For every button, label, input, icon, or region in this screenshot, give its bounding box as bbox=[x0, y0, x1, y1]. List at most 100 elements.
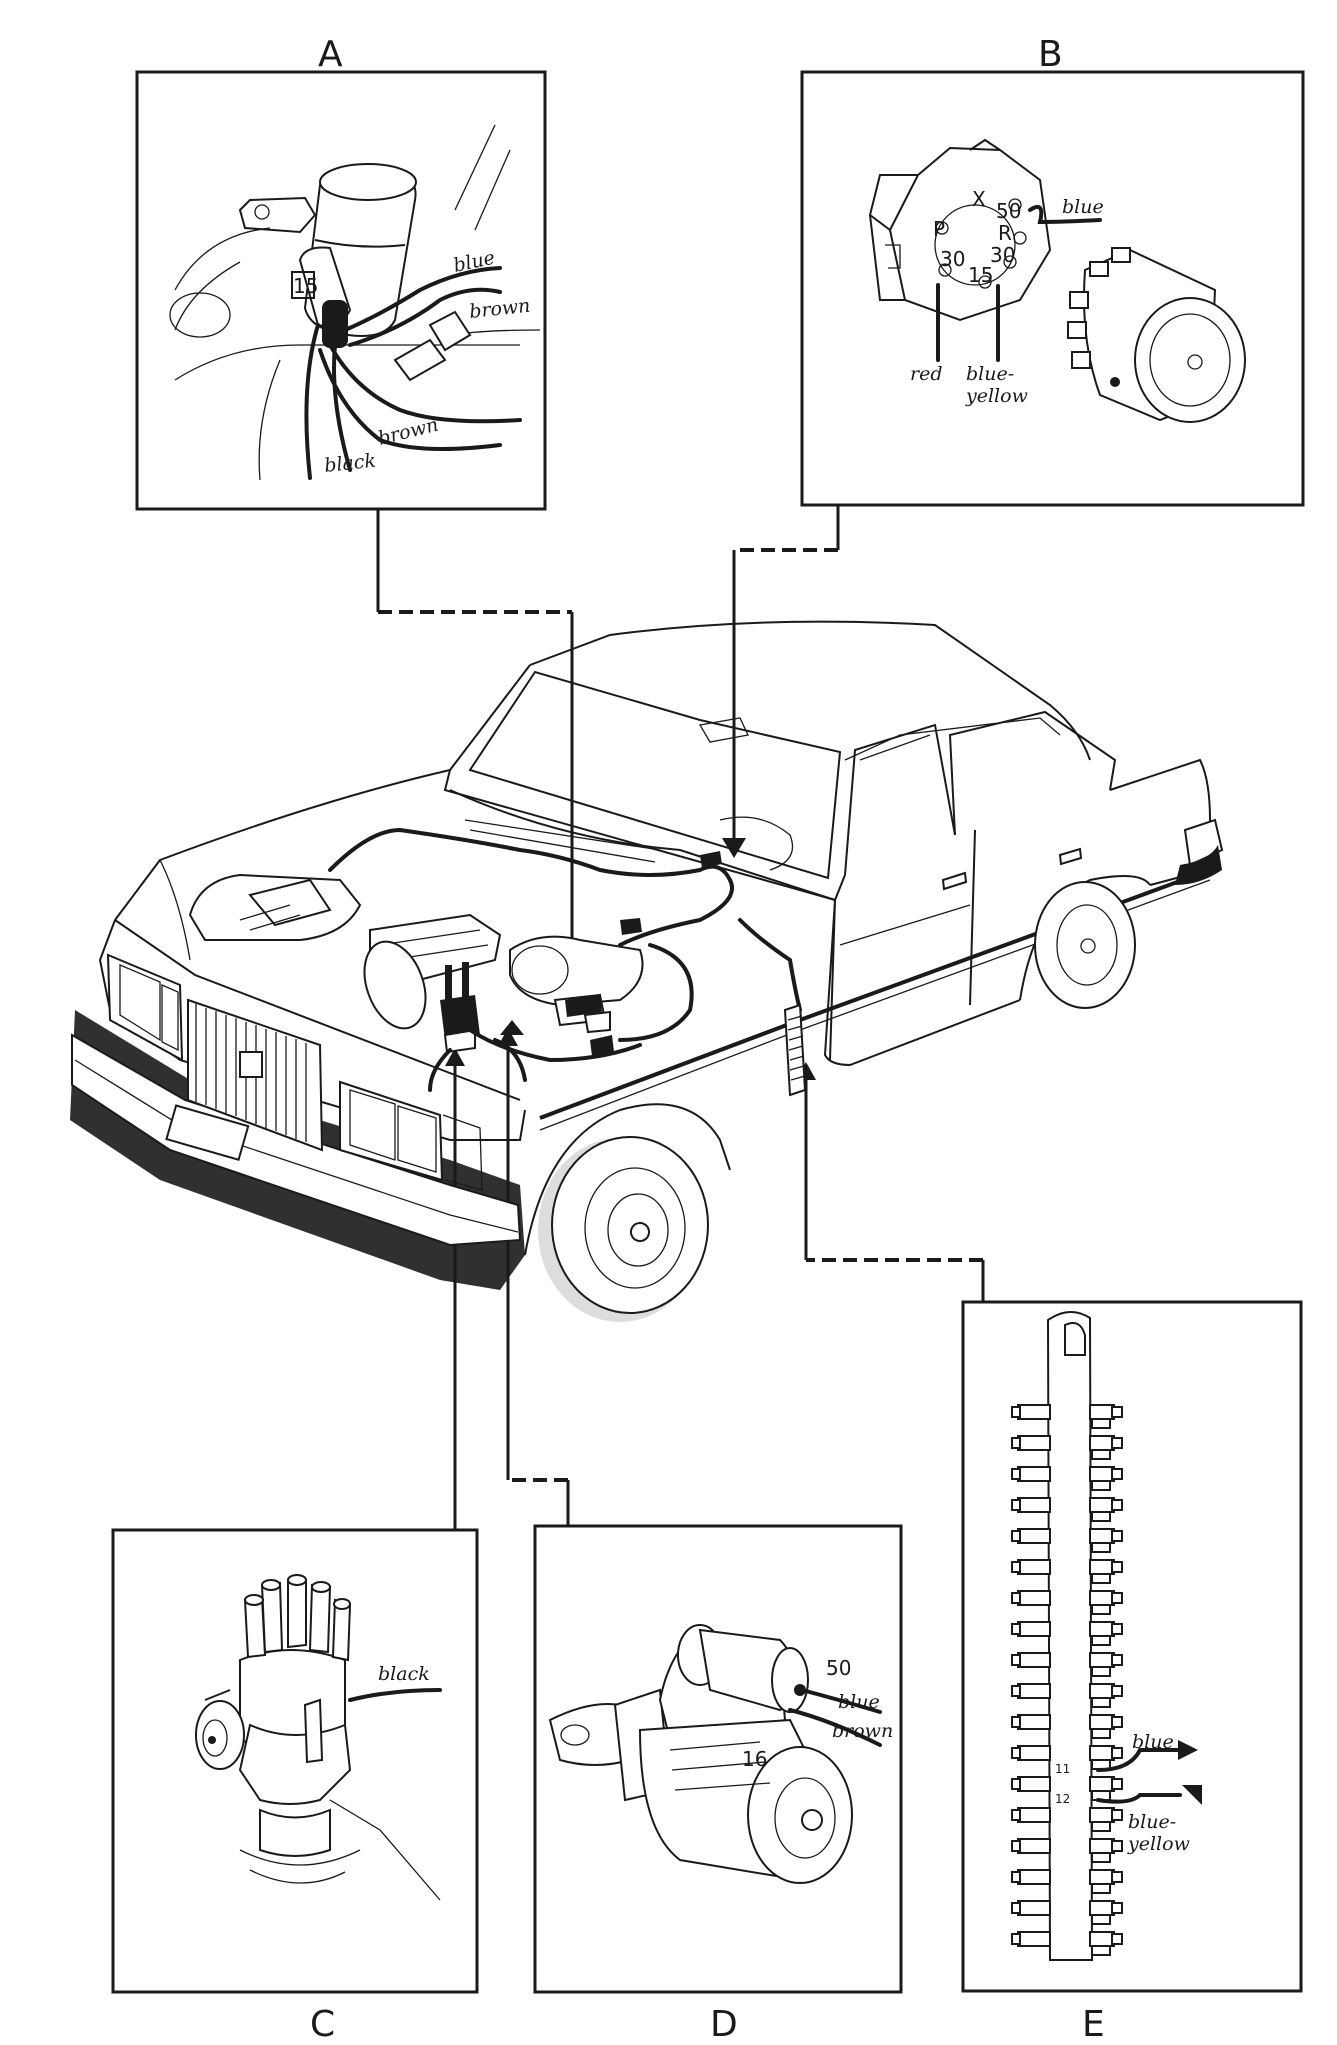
terminal-spade bbox=[1089, 1652, 1115, 1668]
terminal-spade bbox=[1089, 1528, 1115, 1544]
terminal-spade bbox=[1011, 1530, 1021, 1542]
terminal-spade bbox=[1089, 1838, 1115, 1854]
terminal-row bbox=[1011, 1683, 1123, 1708]
terminal-spade bbox=[1017, 1931, 1051, 1947]
terminal-spade bbox=[1091, 1542, 1111, 1553]
terminal-spade bbox=[1091, 1945, 1111, 1956]
terminal-spade bbox=[1017, 1435, 1051, 1451]
terminal-spade bbox=[1089, 1745, 1115, 1761]
terminal-spade bbox=[1111, 1437, 1123, 1449]
panel-b-frame bbox=[800, 70, 1305, 507]
terminal-spade bbox=[1111, 1902, 1123, 1914]
panel-d-terminal-50: 50 bbox=[826, 1656, 851, 1680]
panel-c-letter: C bbox=[310, 2004, 335, 2045]
panel-b-terminal-15: 15 bbox=[968, 263, 993, 287]
panel-a-label-black: black bbox=[323, 450, 377, 477]
terminal-row bbox=[1011, 1559, 1123, 1584]
panel-e-label-blue-yellow-2: yellow bbox=[1127, 1833, 1190, 1855]
terminal-spade bbox=[1111, 1406, 1123, 1418]
panel-a-label-brown-upper: brown bbox=[468, 295, 531, 323]
terminal-spade bbox=[1089, 1621, 1115, 1637]
terminal-spade bbox=[1091, 1883, 1111, 1894]
panel-a-terminal-15: 15 bbox=[293, 274, 318, 298]
terminal-spade bbox=[1017, 1869, 1051, 1885]
terminal-spade bbox=[1091, 1418, 1111, 1429]
terminal-spade bbox=[1091, 1604, 1111, 1615]
terminal-spade bbox=[1091, 1635, 1111, 1646]
terminal-spade bbox=[1089, 1931, 1115, 1947]
terminal-row bbox=[1011, 1931, 1123, 1956]
panel-a-ignition-coil: 15 blue brown brown black bbox=[169, 124, 541, 481]
terminal-spade bbox=[1011, 1499, 1021, 1511]
terminal-spade bbox=[1011, 1778, 1021, 1790]
terminal-spade bbox=[1017, 1807, 1051, 1823]
terminal-row bbox=[1011, 1435, 1123, 1460]
terminal-spade bbox=[1111, 1499, 1123, 1511]
panel-e-frame bbox=[961, 1300, 1303, 1993]
panel-e-terminal-11: 11 bbox=[1055, 1762, 1070, 1776]
terminal-spade bbox=[1111, 1716, 1123, 1728]
terminal-spade bbox=[1017, 1559, 1051, 1575]
panel-e-label-blue: blue bbox=[1132, 1731, 1174, 1753]
panel-e-terminal-block: 11 12 blue blue- yellow bbox=[1011, 1311, 1202, 1961]
panel-b-terminal-50: 50 bbox=[996, 199, 1021, 223]
terminal-spade bbox=[1011, 1840, 1021, 1852]
terminal-spade bbox=[1089, 1590, 1115, 1606]
panel-b-label-blue-yellow-1: blue- bbox=[966, 363, 1014, 385]
terminal-spade bbox=[1111, 1809, 1123, 1821]
terminal-spade bbox=[1017, 1745, 1051, 1761]
terminal-row bbox=[1011, 1776, 1123, 1801]
panel-b-label-blue-yellow-2: yellow bbox=[965, 385, 1028, 407]
terminal-spade bbox=[1111, 1840, 1123, 1852]
panel-a-letter: A bbox=[318, 34, 343, 75]
terminal-spade bbox=[1017, 1590, 1051, 1606]
terminal-spade bbox=[1011, 1809, 1021, 1821]
terminal-row bbox=[1011, 1714, 1123, 1739]
terminal-row bbox=[1011, 1404, 1123, 1429]
terminal-spade bbox=[1089, 1559, 1115, 1575]
terminal-spade bbox=[1017, 1900, 1051, 1916]
panel-e-terminal-12: 12 bbox=[1055, 1792, 1070, 1806]
terminal-spade bbox=[1091, 1666, 1111, 1677]
terminal-spade bbox=[1089, 1404, 1115, 1420]
terminal-spade bbox=[1111, 1592, 1123, 1604]
terminal-spade bbox=[1111, 1654, 1123, 1666]
terminal-row bbox=[1011, 1466, 1123, 1491]
terminal-spade bbox=[1111, 1933, 1123, 1945]
terminal-spade bbox=[1089, 1435, 1115, 1451]
panel-b-terminal-r: R bbox=[998, 221, 1012, 245]
terminal-spade bbox=[1111, 1778, 1123, 1790]
panel-c-distributor: black bbox=[195, 1574, 442, 1901]
car-illustration bbox=[70, 620, 1224, 1322]
terminal-spade bbox=[1111, 1623, 1123, 1635]
terminal-spade bbox=[1111, 1747, 1123, 1759]
panel-d-terminal-16: 16 bbox=[742, 1747, 767, 1771]
terminal-spade bbox=[1011, 1933, 1021, 1945]
terminal-spade bbox=[1017, 1466, 1051, 1482]
terminal-spade bbox=[1017, 1497, 1051, 1513]
panel-d-label-brown: brown bbox=[832, 1720, 893, 1742]
terminal-spade bbox=[1091, 1511, 1111, 1522]
terminal-row bbox=[1011, 1807, 1123, 1832]
terminal-spade bbox=[1091, 1914, 1111, 1925]
terminal-spade bbox=[1091, 1852, 1111, 1863]
terminal-spade bbox=[1091, 1480, 1111, 1491]
terminal-spade bbox=[1089, 1497, 1115, 1513]
terminal-spade bbox=[1091, 1449, 1111, 1460]
panel-a-label-brown-lower: brown bbox=[376, 414, 441, 450]
terminal-spade bbox=[1011, 1437, 1021, 1449]
terminal-row bbox=[1011, 1621, 1123, 1646]
panel-e-label-blue-yellow-1: blue- bbox=[1128, 1811, 1176, 1833]
terminal-spade bbox=[1091, 1821, 1111, 1832]
terminal-spade bbox=[1017, 1838, 1051, 1854]
panel-a-frame bbox=[135, 70, 547, 511]
terminal-spade bbox=[1111, 1871, 1123, 1883]
terminal-spade bbox=[1011, 1747, 1021, 1759]
panel-c-frame bbox=[111, 1528, 479, 1994]
connector-e bbox=[796, 1062, 985, 1302]
terminal-spade bbox=[1011, 1716, 1021, 1728]
terminal-spade bbox=[1089, 1900, 1115, 1916]
terminal-spade bbox=[1111, 1685, 1123, 1697]
terminal-spade bbox=[1089, 1714, 1115, 1730]
panel-c-label-black: black bbox=[378, 1663, 430, 1685]
